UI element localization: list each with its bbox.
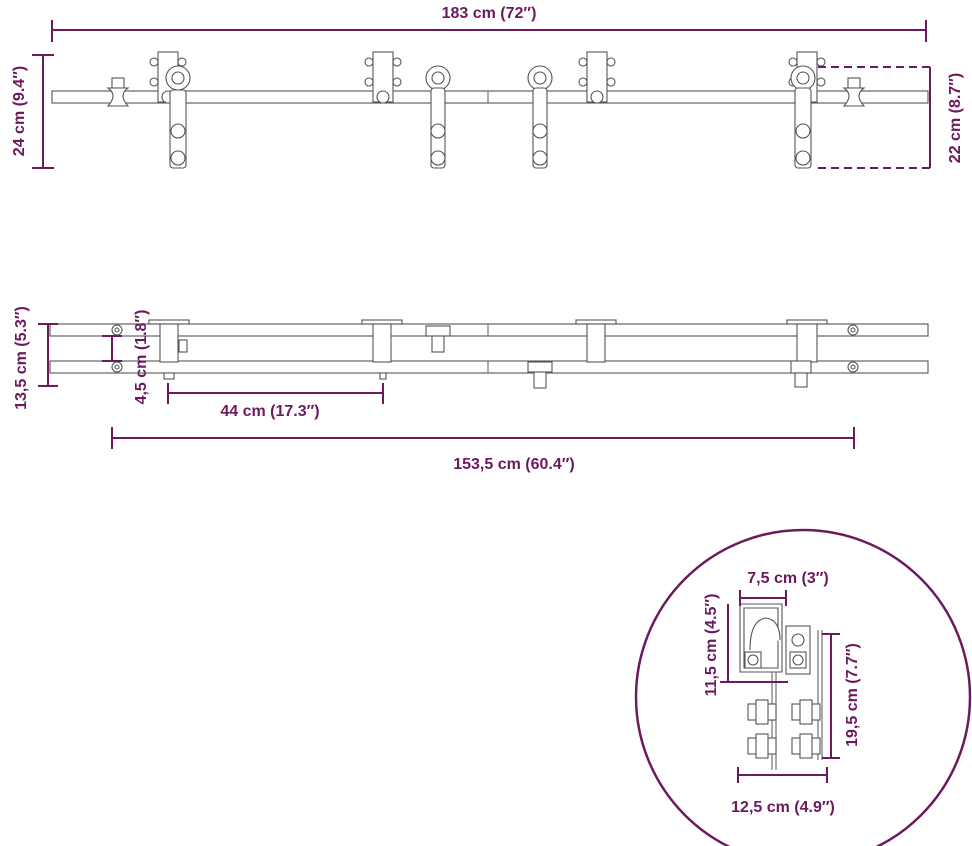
plan-view <box>49 319 929 389</box>
track-rail <box>51 90 929 104</box>
door-hanger-3 <box>527 65 553 169</box>
detail-base-width-label: 12,5 cm (4.9″) <box>731 799 835 816</box>
wall-bracket-3 <box>578 51 616 104</box>
door-hanger-2 <box>425 65 451 169</box>
plan-bracket-2 <box>361 319 403 363</box>
span-label: 153,5 cm (60.4″) <box>453 456 575 473</box>
front-view <box>51 51 929 169</box>
wall-bracket-2 <box>364 51 402 104</box>
plan-roller-1 <box>425 325 451 353</box>
rail-lower <box>49 360 929 374</box>
hanger-height-label: 22 cm (8.7″) <box>947 73 964 163</box>
gap-label: 4,5 cm (1.8″) <box>133 310 150 405</box>
depth-label: 13,5 cm (5.3″) <box>13 306 30 410</box>
total-length-label: 183 cm (72″) <box>442 5 537 22</box>
detail-fasteners <box>747 699 821 759</box>
end-stopper-left <box>106 77 130 107</box>
detail-view: 7,5 cm (3″) 11,5 cm (4.5″) 19,5 cm (7.7″… <box>634 528 972 846</box>
detail-bracket-height-label: 11,5 cm (4.5″) <box>703 594 720 697</box>
rail-upper <box>49 323 929 337</box>
detail-width-label: 7,5 cm (3″) <box>747 570 828 587</box>
plan-bracket-4 <box>786 319 828 388</box>
plan-bracket-1 <box>148 319 190 363</box>
plan-bracket-3 <box>575 319 617 363</box>
door-hanger-4 <box>790 65 816 169</box>
spacing-label: 44 cm (17.3″) <box>220 403 319 420</box>
end-stopper-right <box>842 77 866 107</box>
door-hanger-1 <box>165 65 191 169</box>
plan-roller-2 <box>527 361 553 389</box>
detail-circle <box>634 528 972 846</box>
detail-hanger-height-label: 19,5 cm (7.7″) <box>844 643 861 747</box>
detail-bracket <box>739 603 823 770</box>
height-label: 24 cm (9.4″) <box>11 66 28 156</box>
